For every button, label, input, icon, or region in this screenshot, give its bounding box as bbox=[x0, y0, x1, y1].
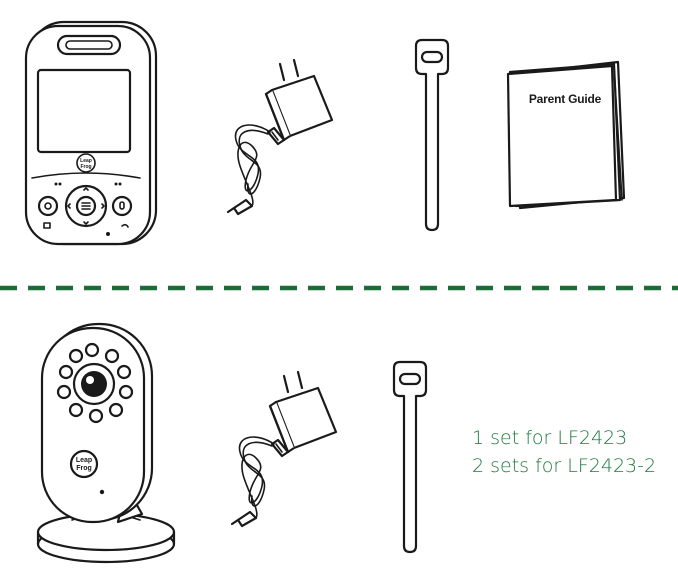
camera-note-line-1: 1 set for LF2423 bbox=[472, 427, 628, 449]
power-adapter-icon bbox=[222, 50, 342, 220]
logo-text-top: Leap bbox=[80, 158, 92, 164]
parent-guide-booklet-icon bbox=[500, 60, 632, 214]
camera-quantity-note: 1 set for LF2423 2 sets for LF2423-2 bbox=[472, 424, 656, 480]
camera-unit-icon: Leap Frog bbox=[32, 318, 182, 568]
camera-logo-bottom: Frog bbox=[76, 465, 92, 472]
logo-text-bottom: Frog bbox=[80, 164, 91, 170]
section-divider bbox=[0, 285, 678, 291]
cable-tie-icon bbox=[408, 36, 456, 232]
parent-guide-title: Parent Guide bbox=[528, 92, 602, 106]
camera-logo-top: Leap bbox=[76, 457, 92, 464]
cable-tie-icon bbox=[386, 358, 434, 554]
power-adapter-icon bbox=[226, 362, 346, 532]
camera-note-line-2: 2 sets for LF2423-2 bbox=[472, 455, 657, 477]
parent-unit-icon: Leap Frog bbox=[22, 18, 162, 250]
